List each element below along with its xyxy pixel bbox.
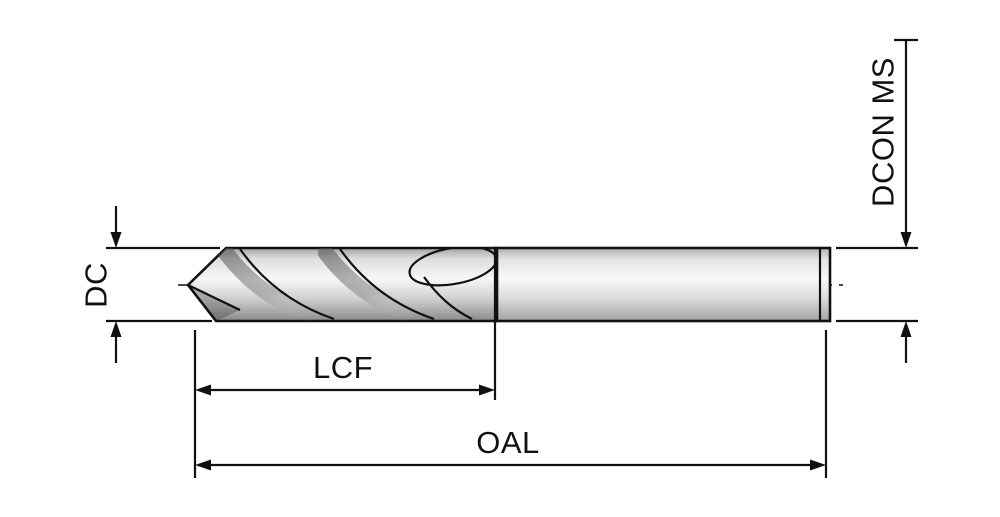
- dc-arrow-bottom-head: [110, 321, 122, 337]
- dcon-arrow-bottom-head: [900, 321, 912, 337]
- lcf-arrow-left: [195, 384, 211, 396]
- flute-runout-ellipse: [408, 248, 497, 287]
- flute-edge-curve: [339, 248, 435, 321]
- oal-label: OAL: [476, 425, 540, 460]
- lcf-arrow-right: [479, 384, 495, 396]
- drill-shank: [493, 246, 832, 323]
- dc-arrow-top-head: [110, 232, 122, 248]
- flute-edge-curve: [423, 276, 473, 320]
- flute-shade-band: [318, 248, 426, 321]
- oal-arrow-left: [195, 459, 211, 471]
- drill-point-edge: [188, 284, 241, 311]
- dcon-arrow-top-head: [900, 232, 912, 248]
- oal-arrow-right: [810, 459, 826, 471]
- flute-detail: [188, 248, 497, 321]
- flute-edge-curve: [239, 248, 335, 321]
- flute-shade-band: [218, 248, 326, 321]
- dcon-ms-label: DCON MS: [866, 57, 901, 207]
- dc-label: DC: [79, 262, 114, 308]
- drill-point-facet: [188, 285, 240, 321]
- lcf-label: LCF: [313, 350, 373, 385]
